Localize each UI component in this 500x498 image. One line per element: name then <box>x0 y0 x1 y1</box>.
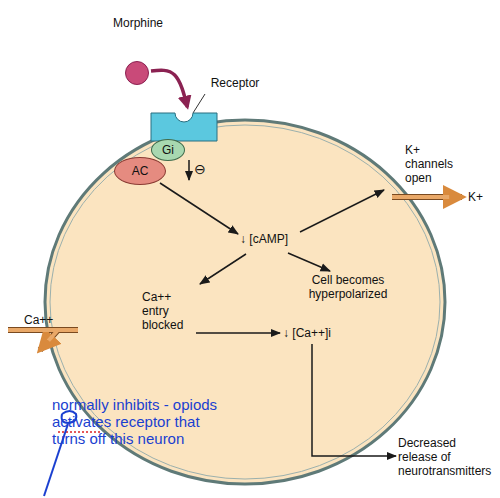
pathway-arrow <box>288 253 330 271</box>
node-label: Morphine <box>113 16 163 30</box>
ion-name: K+ <box>468 190 496 204</box>
potassium-channel <box>392 194 462 200</box>
effect-note: Ca++ entry blocked <box>142 290 194 332</box>
receptor-outline <box>151 113 217 141</box>
cell-membrane-inner <box>50 125 440 479</box>
node-label: Receptor <box>211 76 260 90</box>
pathway-arrow <box>160 183 238 234</box>
effect-note: Decreased release of neurotransmitters <box>398 436 498 478</box>
node-label: AC <box>132 164 149 178</box>
inhibit-symbol: ⊖ <box>194 162 214 176</box>
pathway-arrow <box>300 190 384 232</box>
calcium-channel <box>8 330 78 350</box>
calcium-level: ↓ [Ca++]i <box>283 326 353 340</box>
node-label: Gi <box>162 143 174 157</box>
adenylyl-cyclase: AC <box>114 157 166 185</box>
receptor-leader <box>193 94 205 113</box>
cell-membrane <box>45 120 445 484</box>
channel-note: K+ channels open <box>405 143 467 185</box>
morphine-circle: Morphine <box>125 61 149 85</box>
receptor-shape <box>150 112 218 142</box>
handwritten-note: normally inhibits - opiods activates rec… <box>52 396 230 447</box>
receptor-box: Receptor <box>150 112 218 142</box>
binding-arrow <box>151 70 187 107</box>
pathway-arrow <box>200 254 246 284</box>
potassium-channel <box>392 195 462 199</box>
inhibit-arrow <box>188 160 190 180</box>
camp-level: ↓ [cAMP] <box>240 232 310 246</box>
g-protein: Gi <box>151 139 185 161</box>
pathway-arrow <box>196 332 280 334</box>
pathway-arrow <box>312 344 396 456</box>
ion-name: Ca++ <box>24 313 64 327</box>
effect-note: Cell becomes hyperpolarized <box>283 273 413 301</box>
calcium-channel <box>8 330 78 350</box>
